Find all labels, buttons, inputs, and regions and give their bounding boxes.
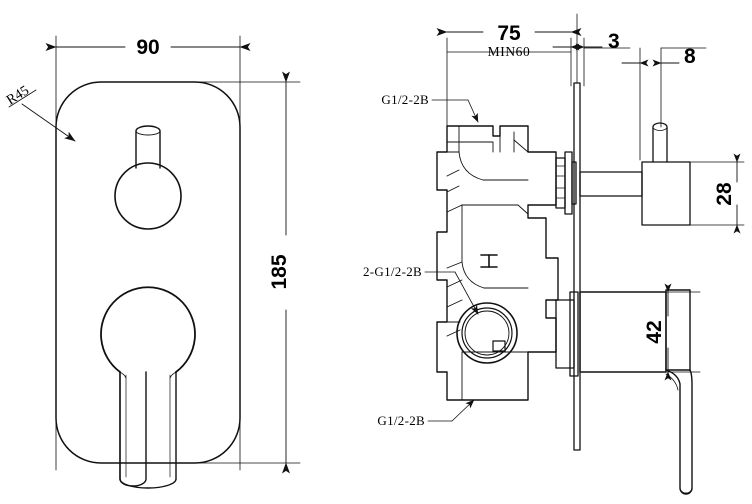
valve-body bbox=[436, 125, 559, 401]
front-view-group bbox=[8, 35, 301, 489]
side-view-group bbox=[424, 13, 745, 495]
dim-label-42: 42 bbox=[643, 320, 666, 343]
radius-leader-r45 bbox=[8, 89, 76, 142]
wall-plate bbox=[573, 13, 581, 451]
dim-label-28: 28 bbox=[713, 182, 736, 206]
dim-label-depth-75: 75 bbox=[497, 22, 521, 45]
annotation-outlet-bottom: G1/2-2B bbox=[377, 413, 425, 428]
annotation-inlet-top: G1/2-2B bbox=[381, 92, 429, 107]
mixer-cartridge bbox=[555, 291, 579, 377]
diverter-cartridge bbox=[555, 151, 577, 215]
faceplate-outline bbox=[55, 81, 241, 464]
mixer-handle-side bbox=[579, 289, 693, 495]
annotation-outlets-mid: 2-G1/2-2B bbox=[363, 264, 422, 279]
dim-label-height-185: 185 bbox=[268, 254, 291, 289]
annotation-r45: R45 bbox=[4, 83, 32, 108]
dim-label-stem-8: 8 bbox=[684, 45, 696, 68]
mixer-handle-front bbox=[100, 286, 196, 489]
diverter-knob-front bbox=[114, 125, 182, 230]
text-layer: 90 185 R45 75 MIN60 3 8 28 42 G1/2-2B 2-… bbox=[4, 22, 736, 428]
thread-leaders bbox=[424, 99, 479, 422]
diverter-knob-side bbox=[579, 122, 691, 226]
dim-label-width-90: 90 bbox=[136, 36, 159, 59]
dim-label-min60: MIN60 bbox=[488, 44, 531, 59]
dim-label-plate-3: 3 bbox=[608, 30, 620, 53]
front-witness-lines bbox=[55, 35, 301, 471]
